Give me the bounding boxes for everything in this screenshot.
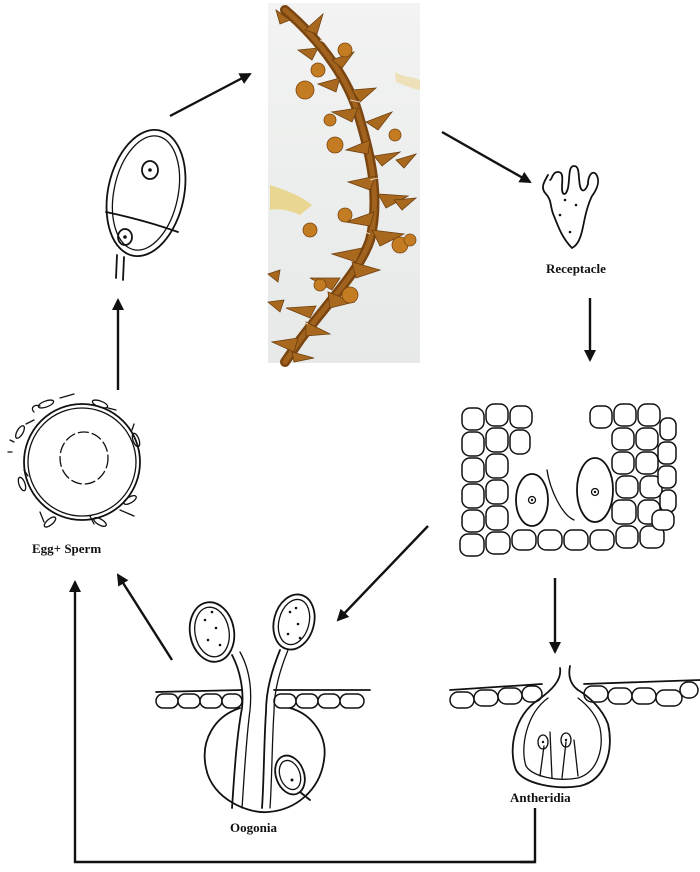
arrow-germling-to-thallus [170, 74, 250, 116]
conceptacle-section-drawing [460, 404, 676, 556]
germling-drawing [96, 122, 197, 280]
arrow-section-to-oogonia [338, 526, 428, 620]
arrow-antheridia-to-egg [75, 582, 535, 862]
seaweed-photo [268, 3, 420, 363]
oogonia-drawing: Oogonia [156, 590, 370, 835]
receptacle-label: Receptacle [546, 261, 606, 276]
egg-sperm-label: Egg+ Sperm [32, 541, 101, 556]
arrow-oogonia-to-egg [118, 575, 172, 660]
antheridia-drawing: Antheridia [450, 666, 700, 805]
antheridia-label: Antheridia [510, 790, 571, 805]
egg-sperm-drawing: Egg+ Sperm [8, 394, 141, 556]
receptacle-drawing: Receptacle [543, 166, 606, 276]
arrow-thallus-to-receptacle [442, 132, 530, 182]
oogonia-label: Oogonia [230, 820, 277, 835]
